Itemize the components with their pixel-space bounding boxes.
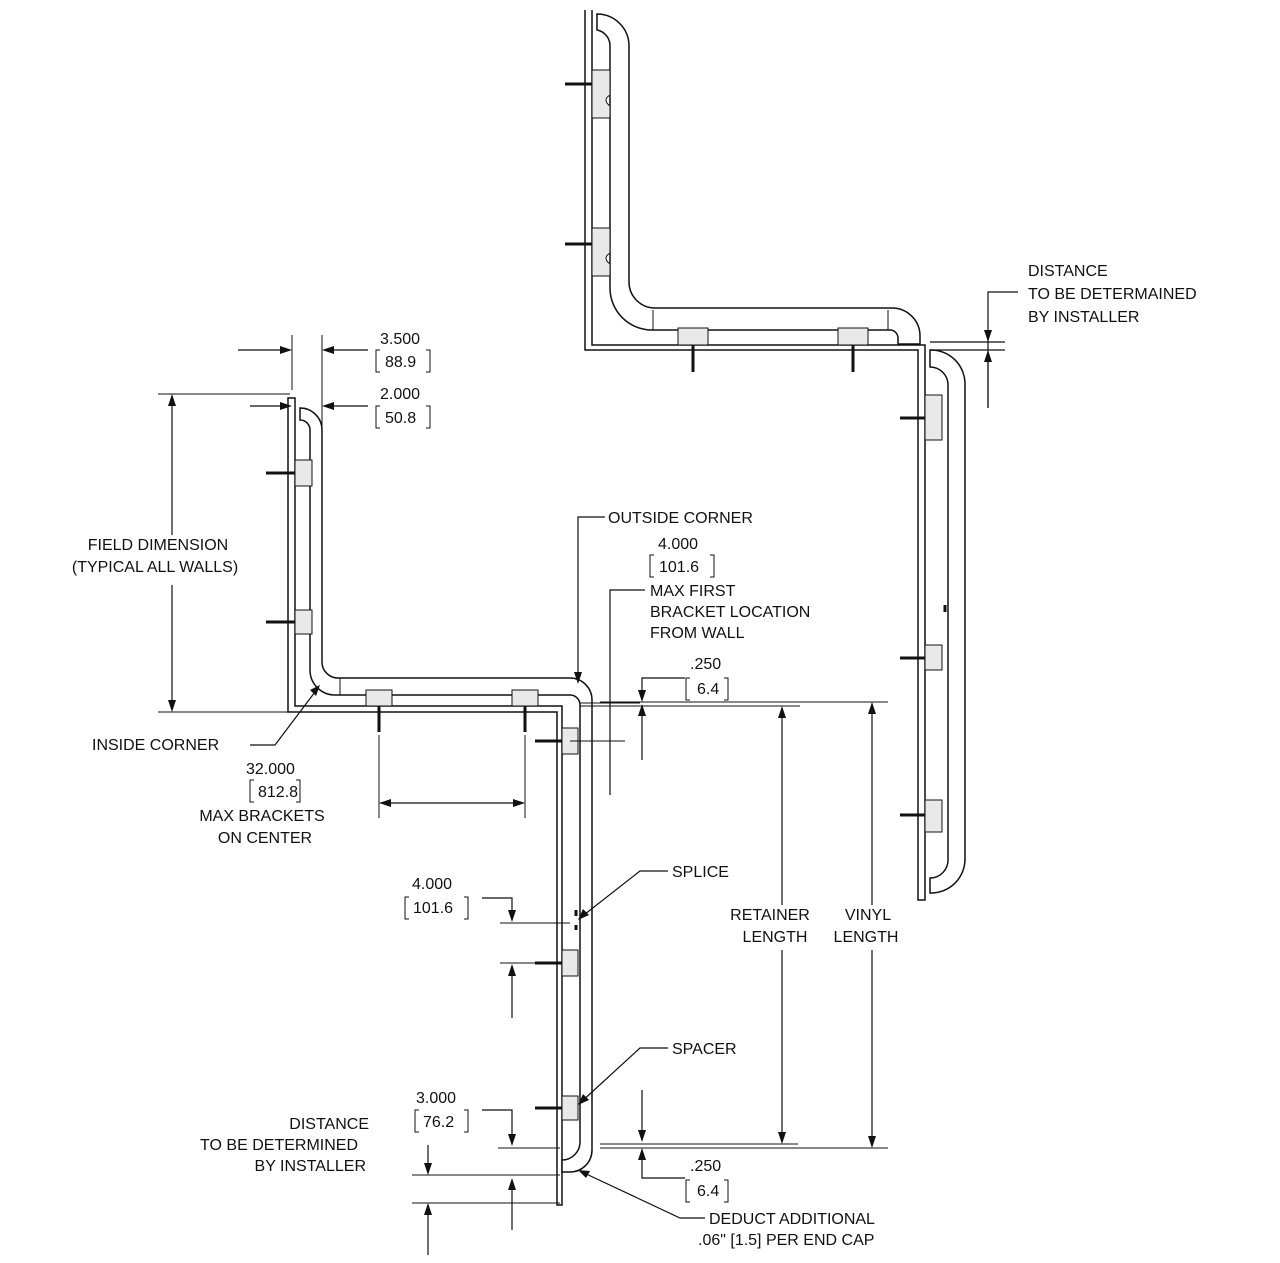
lower-wall-assembly — [266, 397, 593, 1206]
upper-wall-assembly — [565, 10, 966, 901]
top-distance-line3: BY INSTALLER — [1028, 309, 1139, 326]
annotations: DISTANCE TO BE DETERMAINED BY INSTALLER … — [72, 263, 1197, 1249]
dim-8128: 812.8 — [258, 784, 298, 801]
top-distance-line2: TO BE DETERMAINED — [1028, 286, 1197, 303]
metric-brackets — [249, 349, 729, 1203]
dim-889: 88.9 — [385, 354, 416, 371]
upper-wall — [584, 10, 926, 901]
max-brackets-line1: MAX BRACKETS — [199, 808, 324, 825]
retainer-length-line1: RETAINER — [730, 907, 810, 924]
deduct-line1: DEDUCT ADDITIONAL — [709, 1211, 875, 1228]
bracket — [561, 1095, 579, 1121]
bracket — [561, 949, 579, 977]
field-dimension-line1: FIELD DIMENSION — [88, 537, 228, 554]
bracket — [924, 394, 943, 441]
bracket — [924, 799, 943, 833]
field-dimension-line2: (TYPICAL ALL WALLS) — [72, 559, 238, 576]
spacer-label: SPACER — [672, 1041, 737, 1058]
top-distance-line1: DISTANCE — [1028, 263, 1108, 280]
max-first-line3: FROM WALL — [650, 625, 745, 642]
inside-corner-label: INSIDE CORNER — [92, 737, 219, 754]
vinyl-length-line1: VINYL — [845, 907, 891, 924]
deduct-line2: .06" [1.5] PER END CAP — [698, 1232, 874, 1249]
dim-250-bot: .250 — [690, 1158, 721, 1175]
bracket — [511, 689, 539, 707]
bracket — [365, 689, 393, 707]
dim-64-top: 6.4 — [697, 681, 719, 698]
dim-3500: 3.500 — [380, 331, 420, 348]
dim-250-top: .250 — [690, 656, 721, 673]
lower-wall — [287, 397, 563, 1206]
bracket — [591, 69, 611, 119]
dim-4000-mid: 4.000 — [412, 876, 452, 893]
dimension-lines — [158, 291, 1018, 1255]
bottom-distance-line1: DISTANCE — [289, 1116, 369, 1133]
bracket — [294, 609, 313, 635]
bracket — [677, 327, 709, 346]
vinyl-length-line2: LENGTH — [834, 929, 899, 946]
bottom-distance-line2: TO BE DETERMINED — [200, 1137, 358, 1154]
dim-4000-top: 4.000 — [658, 536, 698, 553]
dim-508: 50.8 — [385, 410, 416, 427]
dim-32000: 32.000 — [246, 761, 295, 778]
max-brackets-line2: ON CENTER — [218, 830, 312, 847]
dim-2000: 2.000 — [380, 386, 420, 403]
upper-handrail — [596, 13, 921, 345]
bracket — [294, 459, 313, 487]
dim-762: 76.2 — [423, 1114, 454, 1131]
lower-handrail — [299, 407, 593, 1173]
max-first-line1: MAX FIRST — [650, 583, 736, 600]
bracket — [837, 327, 869, 346]
dim-3000: 3.000 — [416, 1090, 456, 1107]
bottom-distance-line3: BY INSTALLER — [255, 1158, 366, 1175]
splice-label: SPLICE — [672, 864, 729, 881]
bracket — [591, 227, 611, 277]
retainer-length-line2: LENGTH — [743, 929, 808, 946]
right-handrail — [929, 349, 966, 894]
bracket — [924, 644, 943, 671]
dim-1016-top: 101.6 — [659, 559, 699, 576]
outside-corner-label: OUTSIDE CORNER — [608, 510, 753, 527]
max-first-line2: BRACKET LOCATION — [650, 604, 810, 621]
dim-1016-mid: 101.6 — [413, 900, 453, 917]
dim-64-bot: 6.4 — [697, 1183, 719, 1200]
